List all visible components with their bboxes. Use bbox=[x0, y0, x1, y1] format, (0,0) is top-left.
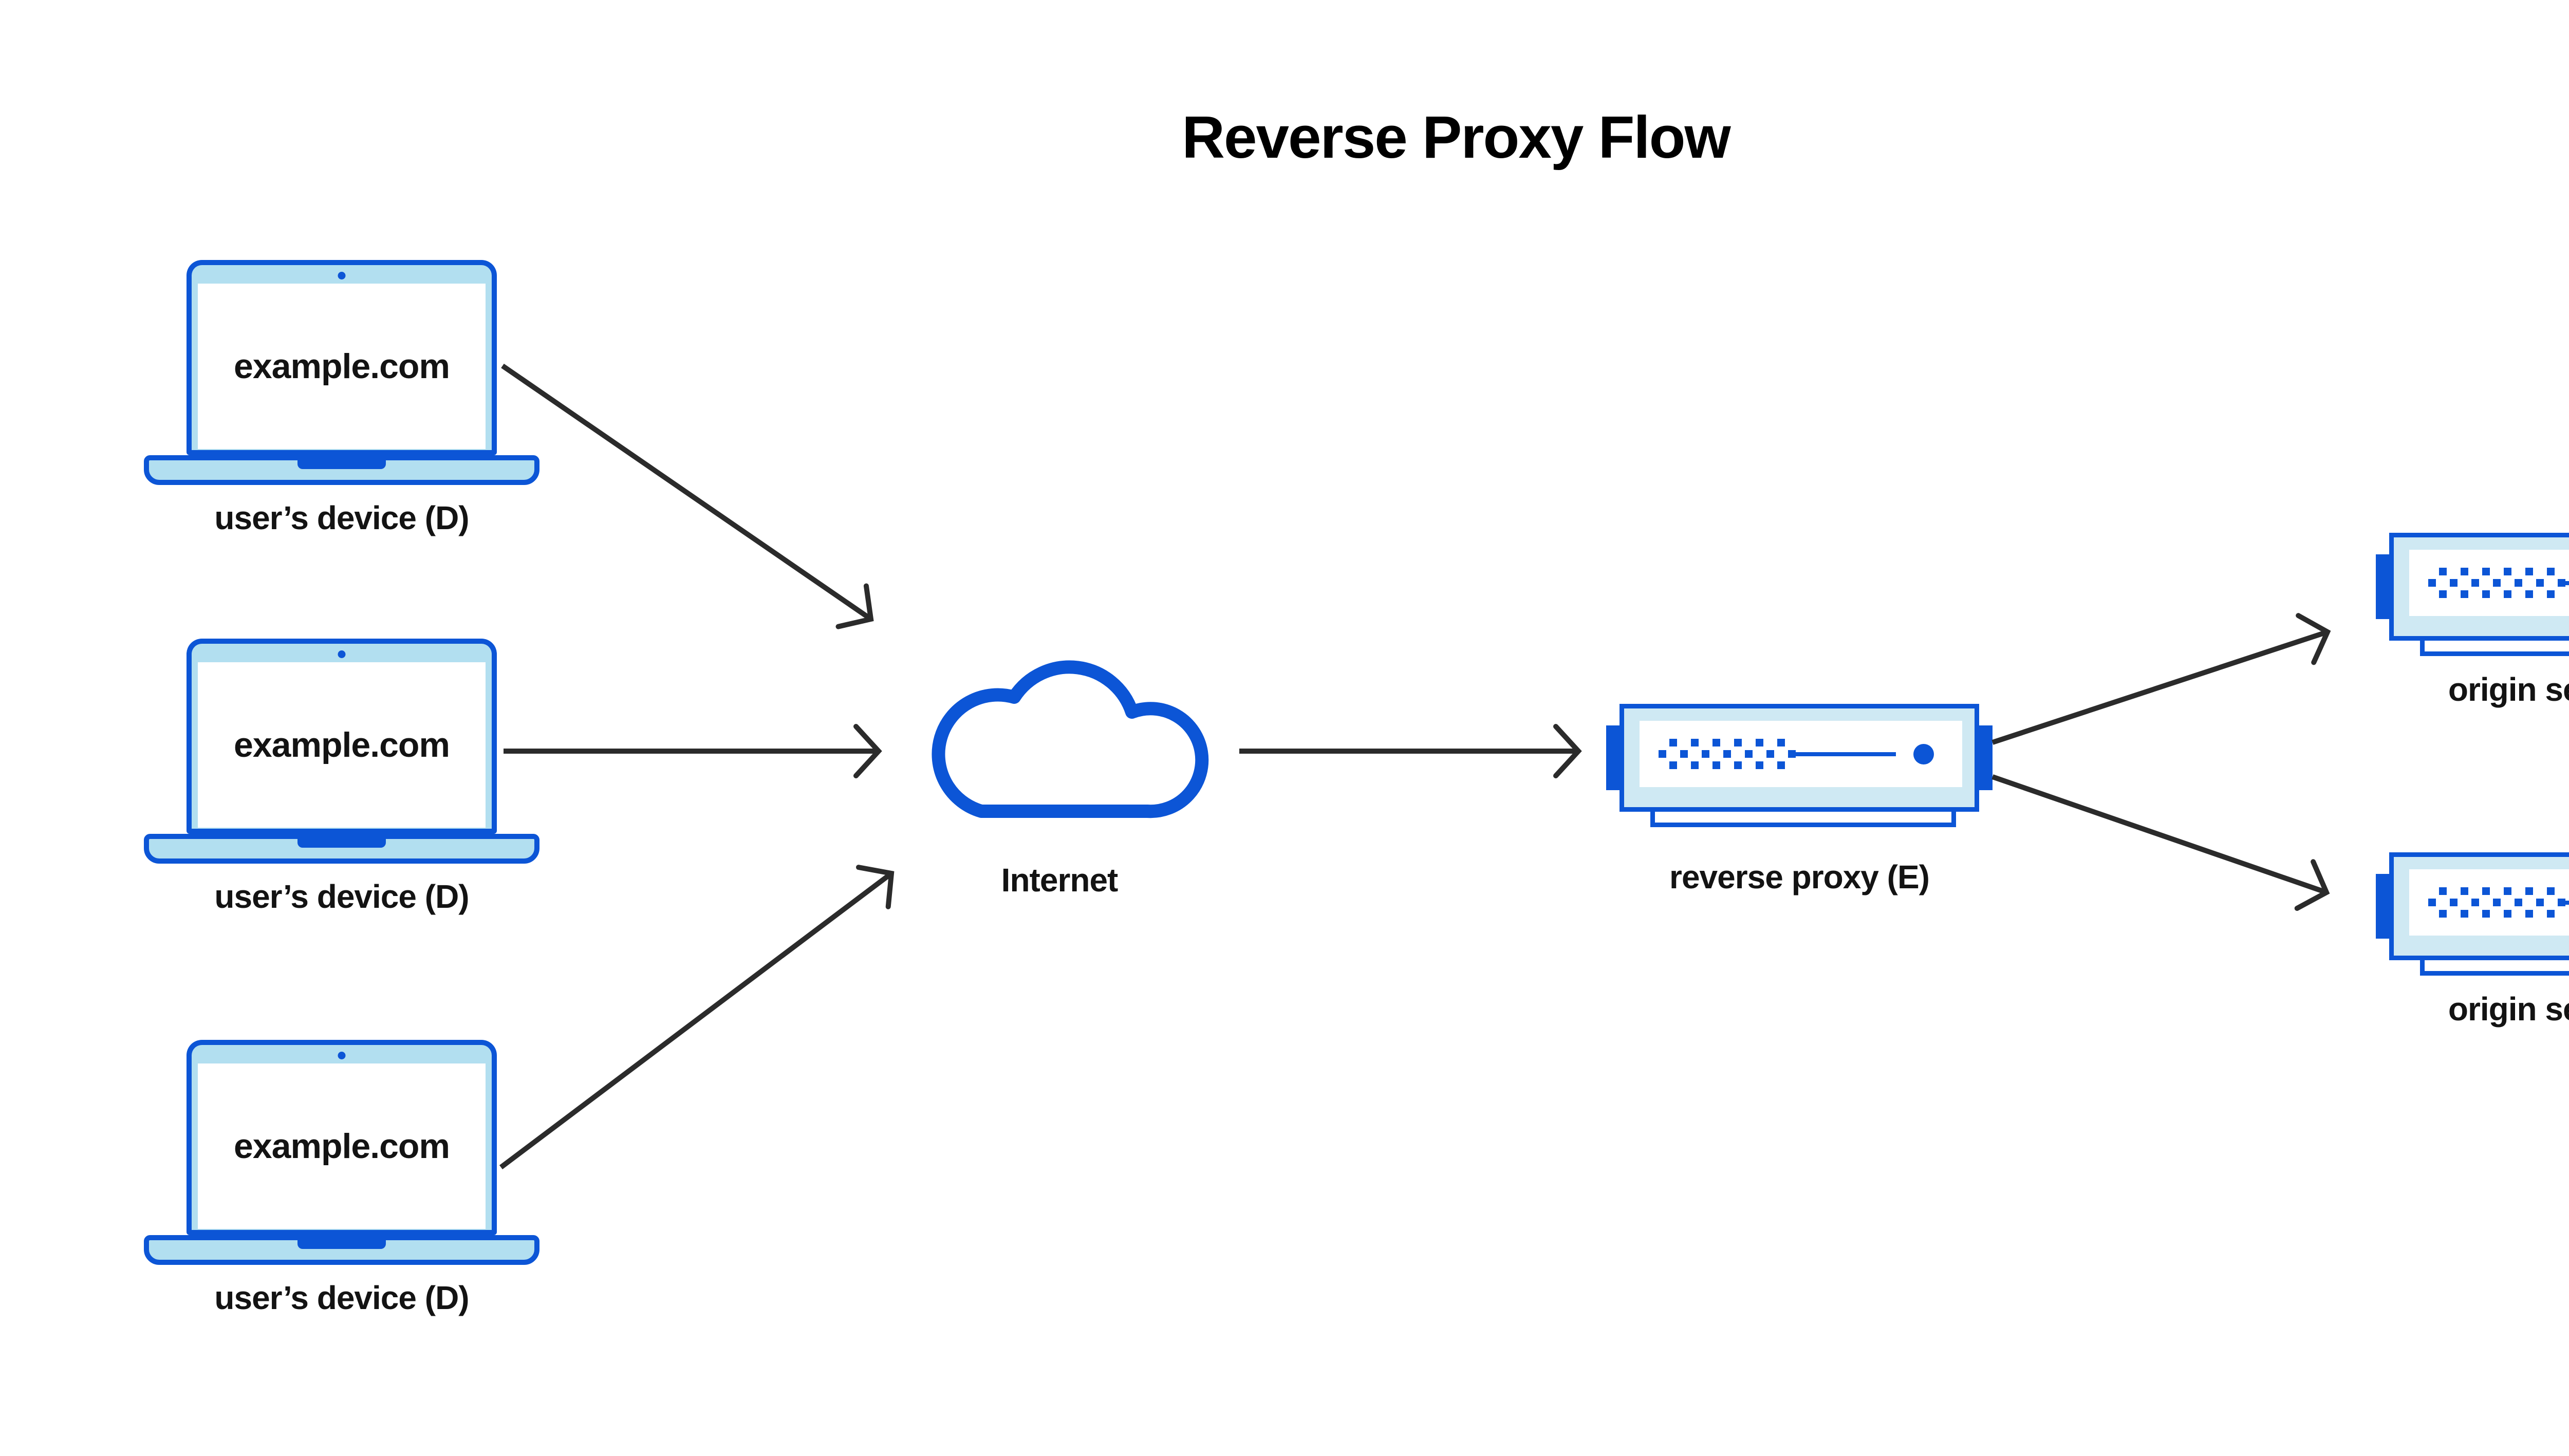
server-face bbox=[1619, 704, 1979, 812]
laptop-hinge-notch bbox=[297, 1240, 386, 1249]
server-face bbox=[2389, 533, 2569, 641]
arrow-proxy-to-origin1 bbox=[1991, 613, 2331, 745]
laptop-screen-bezel: example.com bbox=[187, 1040, 497, 1235]
server-vent-pattern bbox=[2428, 567, 2567, 599]
laptop-base bbox=[144, 834, 539, 864]
webcam-dot-icon bbox=[338, 272, 346, 279]
laptop-base bbox=[144, 455, 539, 485]
server-power-dot bbox=[1913, 743, 1934, 764]
reverse-proxy-server: reverse proxy (E) bbox=[1606, 704, 1993, 899]
internet-cloud-icon bbox=[905, 640, 1214, 827]
server-vent-pattern bbox=[2428, 887, 2567, 918]
origin-server-1: origin server (F) bbox=[2376, 533, 2569, 728]
laptop-hinge-notch bbox=[297, 838, 386, 848]
user-device-1-label: user’s device (D) bbox=[214, 499, 469, 536]
webcam-dot-icon bbox=[338, 650, 346, 658]
browser-screen: example.com bbox=[198, 662, 486, 828]
webcam-dot-icon bbox=[338, 1052, 346, 1059]
internet-label: Internet bbox=[1001, 862, 1119, 899]
arrow-device3-to-internet bbox=[499, 865, 895, 1169]
server-slot-line bbox=[1796, 752, 1896, 756]
browser-screen: example.com bbox=[198, 1063, 486, 1229]
server-panel bbox=[2409, 869, 2569, 936]
user-device-2-label: user’s device (D) bbox=[214, 878, 469, 915]
user-device-3-label: user’s device (D) bbox=[214, 1279, 469, 1316]
server-face bbox=[2389, 852, 2569, 960]
server-slot-line bbox=[2565, 900, 2569, 905]
diagram-title: Reverse Proxy Flow bbox=[1182, 104, 1731, 171]
laptop-screen-bezel: example.com bbox=[187, 260, 497, 455]
user-device-2: example.com user’s device (D) bbox=[144, 639, 539, 947]
server-vent-pattern bbox=[1659, 738, 1797, 770]
server-panel bbox=[1640, 721, 1962, 787]
browser-screen: example.com bbox=[198, 284, 486, 449]
arrow-device1-to-internet bbox=[501, 363, 874, 629]
origin-server-2: origin server (F) bbox=[2376, 852, 2569, 1048]
origin-server-1-label: origin server (F) bbox=[2448, 671, 2569, 708]
server-slot-line bbox=[2565, 581, 2569, 585]
user-device-1: example.com user’s device (D) bbox=[144, 260, 539, 568]
laptop-screen-bezel: example.com bbox=[187, 639, 497, 834]
origin-server-2-label: origin server (F) bbox=[2448, 991, 2569, 1028]
reverse-proxy-label: reverse proxy (E) bbox=[1669, 858, 1930, 895]
user-device-3: example.com user’s device (D) bbox=[144, 1040, 539, 1348]
arrow-proxy-to-origin2 bbox=[1991, 774, 2330, 911]
laptop-base bbox=[144, 1235, 539, 1265]
server-panel bbox=[2409, 550, 2569, 616]
laptop-hinge-notch bbox=[297, 460, 386, 469]
